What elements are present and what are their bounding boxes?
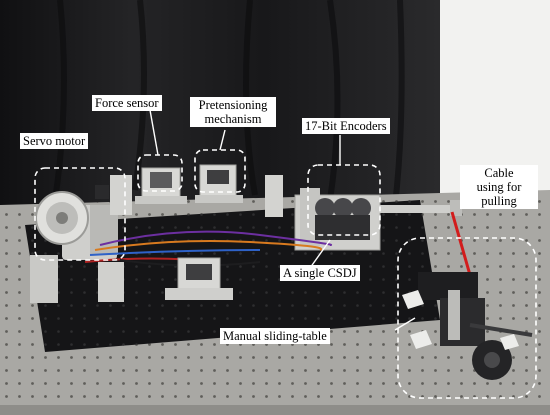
- label-encoders: 17-Bit Encoders: [302, 118, 390, 134]
- force-sensor-bracket: [135, 167, 187, 204]
- arm-rail: [375, 205, 455, 213]
- callout-outlines: [34, 149, 537, 399]
- csdj-encoder-assembly: [294, 188, 462, 251]
- label-servo-motor: Servo motor: [20, 133, 89, 149]
- cable-post: [265, 175, 283, 217]
- label-pretensioning-line1: Pretensioning: [198, 98, 268, 112]
- lower-mount-mid: [98, 262, 124, 302]
- pulling-cable: [450, 211, 474, 283]
- lower-mount-left: [30, 255, 58, 303]
- manual-sliding-table: [402, 272, 533, 380]
- support-post: [110, 175, 132, 215]
- label-pretensioning-mechanism: Pretensioning mechanism: [190, 97, 276, 127]
- callout-leaders: [149, 109, 416, 331]
- label-cable-line2: using for: [476, 180, 522, 194]
- servo-motor: [35, 185, 118, 260]
- label-manual-sliding-table: Manual sliding-table: [220, 328, 330, 344]
- pretensioning-bracket: [195, 164, 243, 203]
- label-force-sensor: Force sensor: [92, 95, 162, 111]
- label-cable-line3: pulling: [481, 194, 517, 208]
- lower-cable-bracket: [165, 257, 233, 300]
- label-cable-for-pulling: Cable using for pulling: [460, 165, 538, 209]
- label-csdj: A single CSDJ: [280, 265, 360, 281]
- label-cable-line1: Cable: [484, 166, 514, 180]
- label-pretensioning-line2: mechanism: [204, 112, 262, 126]
